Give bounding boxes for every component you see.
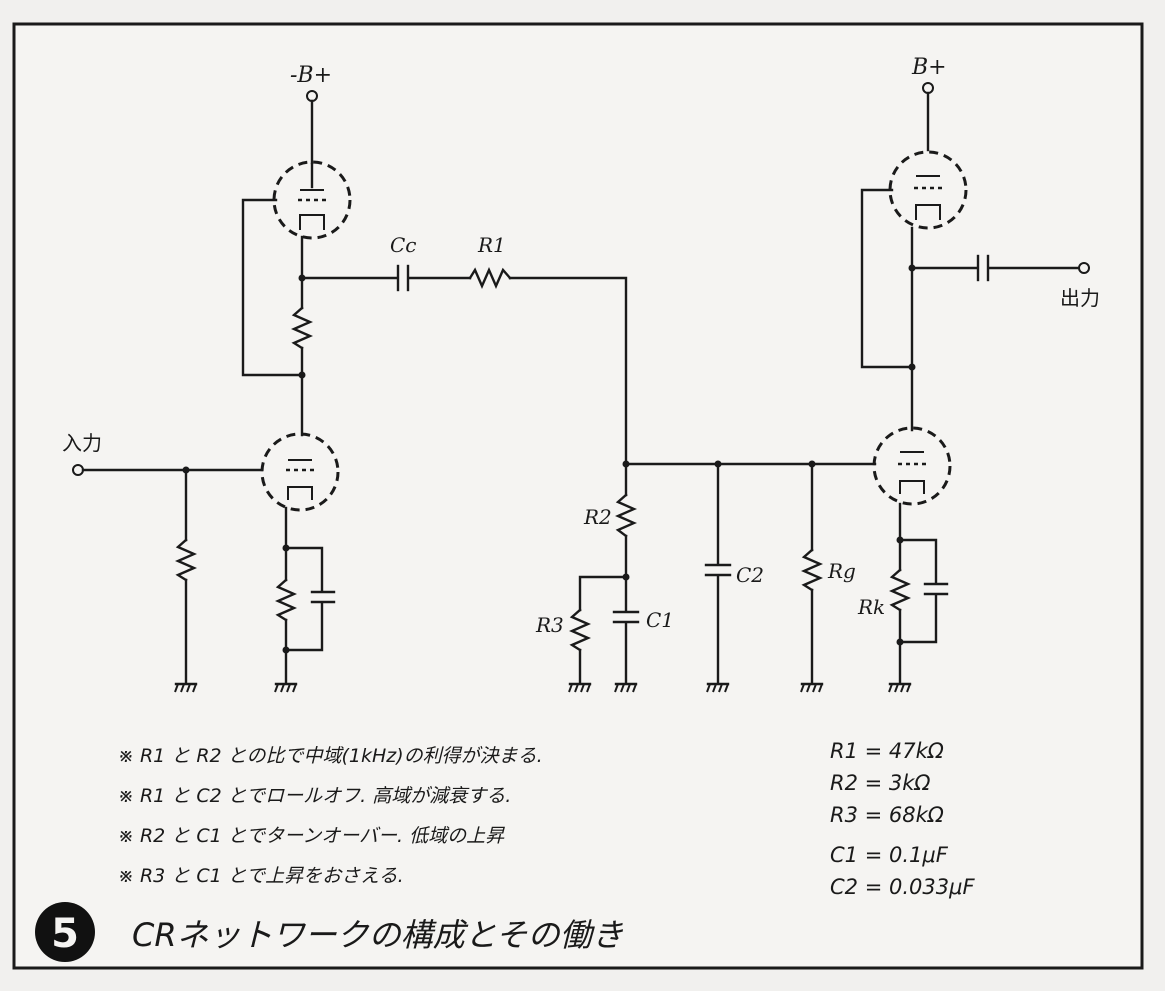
- output-terminal: [1078, 262, 1090, 274]
- left-b-plus-terminal: [306, 90, 318, 102]
- upper-left-tube: [272, 160, 352, 240]
- output-label: 出力: [1060, 286, 1100, 310]
- figure-number-badge: 5: [35, 902, 95, 962]
- cr-network: [300, 264, 877, 693]
- ground-symbol-1: [174, 682, 198, 693]
- upper-right-tube: [888, 150, 968, 230]
- lower-left-tube: [260, 432, 340, 512]
- value-c2: C2 = 0.033μF: [830, 875, 975, 899]
- label-c2: C2: [736, 563, 764, 587]
- right-amplifier-stage: [860, 82, 1090, 693]
- ground-symbol-3: [568, 682, 592, 693]
- cathode-bypass-capacitor-right: [923, 582, 949, 596]
- label-r1: R1: [477, 233, 506, 257]
- left-amplifier-stage: [72, 90, 352, 693]
- label-r2: R2: [583, 505, 612, 529]
- ground-symbol-4: [614, 682, 638, 693]
- figure-frame: [12, 22, 1144, 970]
- ground-symbol-7: [888, 682, 912, 693]
- svg-text:5: 5: [51, 911, 79, 957]
- resistor-r2: [615, 493, 637, 538]
- grid-resistor: [175, 538, 197, 582]
- label-c1: C1: [646, 608, 674, 632]
- label-r3: R3: [535, 613, 564, 637]
- lower-right-tube: [872, 426, 952, 506]
- note-1: ※ R1 と R2 との比で中域(1kHz)の利得が決まる.: [118, 745, 543, 767]
- resistor-r3: [569, 608, 591, 652]
- ground-symbol-5: [706, 682, 730, 693]
- right-b-plus-terminal: [922, 82, 934, 94]
- input-label: 入力: [62, 431, 102, 455]
- note-2: ※ R1 と C2 とでロールオフ. 高域が減衰する.: [118, 785, 511, 807]
- left-supply-label: -B+: [290, 63, 332, 88]
- label-rk: Rk: [857, 595, 885, 619]
- ground-symbol-2: [274, 682, 298, 693]
- ground-symbol-6: [800, 682, 824, 693]
- value-r2: R2 = 3kΩ: [830, 771, 930, 795]
- coupling-capacitor-cc: [396, 264, 410, 292]
- value-r3: R3 = 68kΩ: [830, 803, 944, 827]
- label-rg: Rg: [827, 559, 856, 583]
- label-cc: Cc: [390, 233, 417, 257]
- figure-caption: CRネットワークの構成とその働き: [132, 916, 624, 954]
- cathode-bypass-capacitor-left: [310, 590, 336, 604]
- resistor-r1: [468, 267, 512, 289]
- resistor-rk: [889, 568, 911, 612]
- input-terminal: [72, 464, 84, 476]
- resistor-rg: [801, 548, 823, 592]
- value-r1: R1 = 47kΩ: [830, 739, 944, 763]
- plate-resistor: [291, 306, 313, 350]
- cathode-resistor-left: [275, 578, 297, 622]
- note-3: ※ R2 と C1 とでターンオーバー. 低域の上昇: [118, 825, 505, 847]
- value-c1: C1 = 0.1μF: [830, 843, 949, 867]
- note-4: ※ R3 と C1 とで上昇をおさえる.: [118, 865, 404, 887]
- output-coupling-capacitor: [976, 254, 990, 282]
- right-supply-label: B+: [911, 55, 947, 80]
